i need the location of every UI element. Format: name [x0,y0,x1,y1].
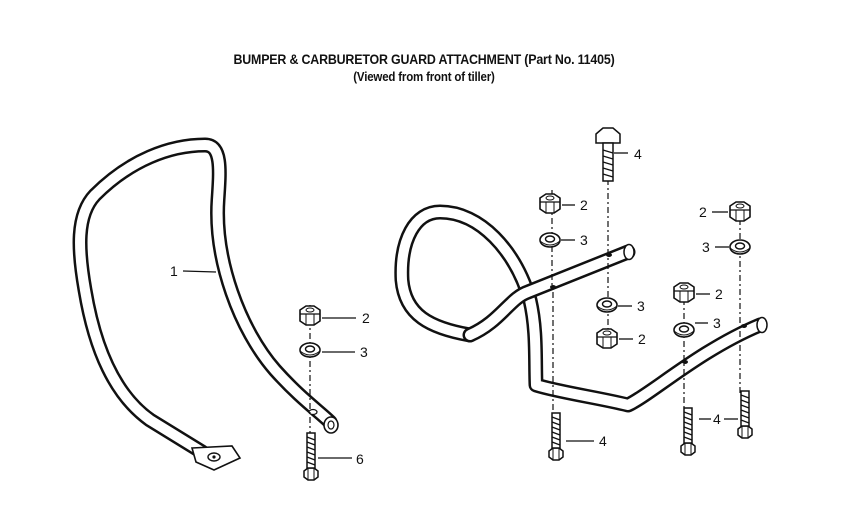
carriage-bolt [680,407,696,456]
callout-washer-center-low: 3 [618,298,645,314]
callout-bolt-left: 6 [318,451,364,467]
callout-washer-right-top: 3 [702,239,729,255]
svg-text:3: 3 [713,315,721,331]
lock-washer [596,297,618,313]
hex-nut [596,328,618,349]
callout-part1: 1 [170,263,217,279]
svg-text:2: 2 [699,204,707,220]
svg-text:3: 3 [360,344,368,360]
svg-text:2: 2 [715,286,723,302]
svg-text:3: 3 [637,298,645,314]
svg-text:3: 3 [580,232,588,248]
bumper-loop-part [72,137,339,471]
callout-bolt-bottom-right: 4 [699,411,738,427]
carriage-bolt [737,390,753,439]
lock-washer [539,232,561,248]
carriage-bolt [548,412,564,461]
hex-nut [729,201,751,222]
diagram-subtitle: (Viewed from front of tiller) [353,70,495,84]
hex-bolt-top [595,127,621,182]
carriage-bolt [303,432,319,481]
svg-text:4: 4 [634,146,642,162]
callout-nut-center-low: 2 [619,331,646,347]
callout-bolt-bottom-center: 4 [566,433,607,449]
svg-text:2: 2 [580,197,588,213]
callout-washer-left: 3 [322,344,368,360]
svg-text:4: 4 [713,411,721,427]
callout-bolt-top: 4 [614,146,642,162]
svg-text:4: 4 [599,433,607,449]
hex-nut [539,193,561,214]
lock-washer [729,239,751,255]
svg-text:1: 1 [170,263,178,279]
diagram-title: BUMPER & CARBURETOR GUARD ATTACHMENT (Pa… [233,52,615,67]
callout-washer-right-mid: 3 [695,315,721,331]
callout-nut-left: 2 [322,310,370,326]
svg-text:6: 6 [356,451,364,467]
callout-nut-right-mid: 2 [696,286,723,302]
svg-text:2: 2 [362,310,370,326]
lock-washer [299,342,321,358]
svg-text:3: 3 [702,239,710,255]
callout-washer-center-top: 3 [561,232,588,248]
lock-washer [673,322,695,338]
callout-nut-right-top: 2 [699,204,728,220]
hex-nut [299,305,321,326]
callout-nut-center-top: 2 [562,197,588,213]
svg-text:2: 2 [638,331,646,347]
hex-nut [673,282,695,303]
